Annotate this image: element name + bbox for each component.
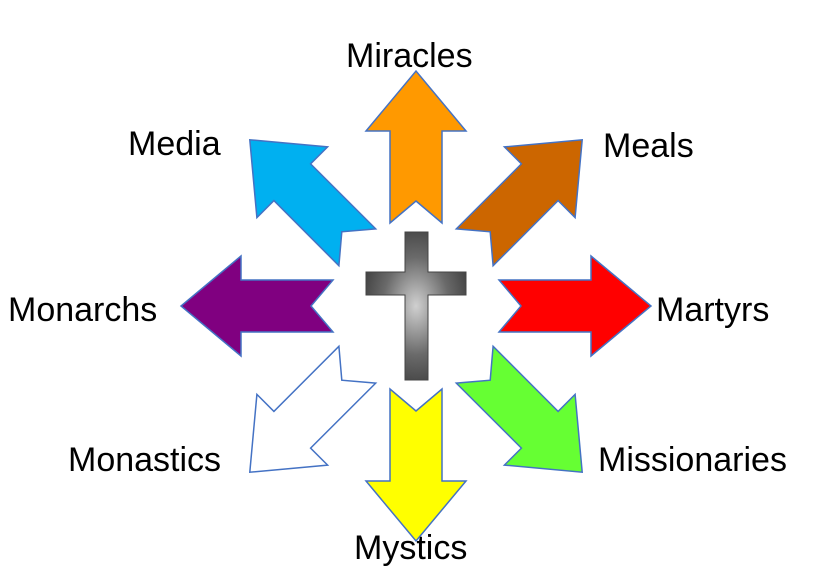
arrows-group [179,69,653,543]
label-media: Media [128,125,221,163]
arrow-martyrs [497,254,653,358]
arrow-mystics [364,387,468,543]
arrow-media [248,138,378,268]
arrow-miracles [364,69,468,225]
arrow-monarchs [179,254,335,358]
arrow-monastics [248,344,378,474]
label-missionaries: Missionaries [598,441,787,479]
label-meals: Meals [603,127,694,165]
label-mystics: Mystics [354,529,468,567]
label-miracles: Miracles [346,37,473,75]
cross-icon [365,231,467,381]
label-monastics: Monastics [68,441,222,479]
arrow-missionaries [454,344,584,474]
label-martyrs: Martyrs [656,291,770,329]
arrow-meals [454,138,584,268]
label-monarchs: Monarchs [8,291,158,329]
